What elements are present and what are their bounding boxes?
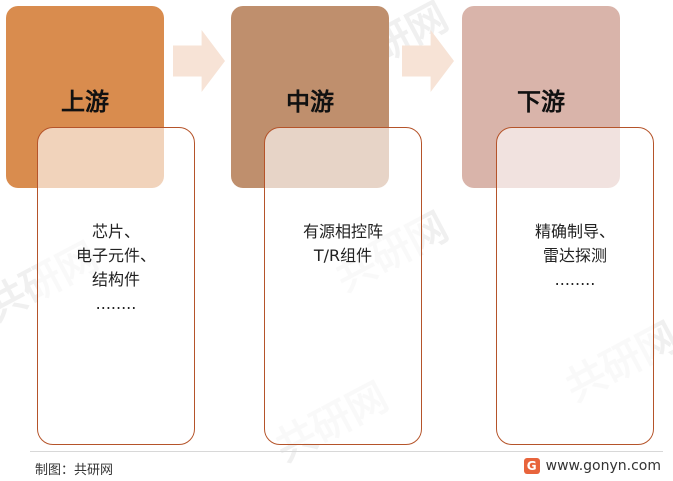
midstream-item: T/R组件: [313, 246, 373, 265]
midstream-title: 中游: [286, 88, 334, 116]
midstream-item: 有源相控阵: [302, 222, 383, 241]
footer-credit: 制图：共研网: [35, 463, 114, 478]
website-url[interactable]: www.gonyn.com: [545, 458, 661, 474]
downstream-box: 精确制导、 雷达探测 ........: [496, 127, 654, 445]
midstream-items: 有源相控阵 T/R组件: [265, 220, 421, 268]
footer-website[interactable]: G www.gonyn.com: [523, 458, 661, 474]
upstream-box: 芯片、 电子元件、 结构件 ........: [37, 127, 195, 445]
midstream-box: 有源相控阵 T/R组件: [264, 127, 422, 445]
downstream-item: 精确制导、: [534, 222, 615, 241]
upstream-items: 芯片、 电子元件、 结构件 ........: [38, 220, 194, 316]
upstream-item: ........: [95, 294, 137, 313]
flow-arrow-2: [402, 30, 454, 92]
upstream-item: 电子元件、: [75, 246, 156, 265]
flow-arrow-1: [173, 30, 225, 92]
downstream-title: 下游: [517, 88, 565, 116]
upstream-title: 上游: [61, 88, 109, 116]
footer-divider: [30, 451, 663, 452]
downstream-item: 雷达探测: [542, 246, 607, 265]
downstream-items: 精确制导、 雷达探测 ........: [497, 220, 653, 292]
upstream-item: 结构件: [91, 270, 140, 289]
upstream-item: 芯片、: [91, 222, 140, 241]
downstream-item: ........: [554, 270, 596, 289]
gonyn-logo-icon: G: [523, 458, 540, 474]
